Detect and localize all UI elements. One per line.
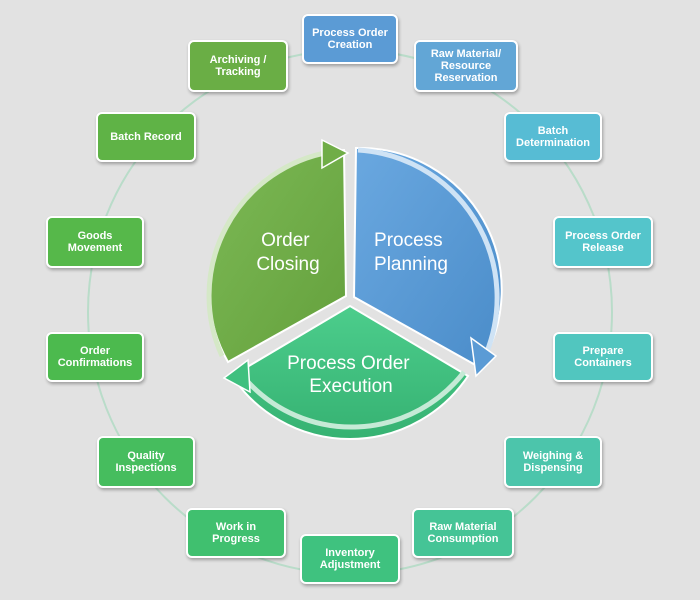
step-goods-movement[interactable]: Goods Movement	[46, 216, 144, 268]
closing-arrow-head	[321, 138, 350, 170]
step-order-confirmations[interactable]: Order Confirmations	[46, 332, 144, 382]
planning-label: Process Planning	[374, 230, 448, 275]
step-batch-record[interactable]: Batch Record	[96, 112, 196, 162]
execution-segment: Process Order Execution	[222, 304, 470, 440]
step-quality-inspections[interactable]: Quality Inspections	[97, 436, 195, 488]
planning-arrow-head	[470, 336, 498, 378]
step-process-order-release[interactable]: Process Order Release	[553, 216, 653, 268]
execution-label: Process Order Execution	[287, 353, 415, 397]
step-work-in-progress[interactable]: Work in Progress	[186, 508, 286, 558]
step-inventory-adjustment[interactable]: Inventory Adjustment	[300, 534, 400, 584]
closing-label: Order Closing	[256, 230, 319, 275]
step-raw-material-consumption[interactable]: Raw Material Consumption	[412, 508, 514, 558]
step-weighing-dispensing[interactable]: Weighing & Dispensing	[504, 436, 602, 488]
step-archiving-tracking[interactable]: Archiving / Tracking	[188, 40, 288, 92]
step-prepare-containers[interactable]: Prepare Containers	[553, 332, 653, 382]
step-process-order-creation[interactable]: Process Order Creation	[302, 14, 398, 64]
step-batch-determination[interactable]: Batch Determination	[504, 112, 602, 162]
planning-segment: Process Planning	[352, 146, 503, 378]
closing-segment: Order Closing	[206, 138, 350, 364]
step-raw-material-resource-reservation[interactable]: Raw Material/ Resource Reservation	[414, 40, 518, 92]
execution-arrow-head	[222, 358, 251, 394]
